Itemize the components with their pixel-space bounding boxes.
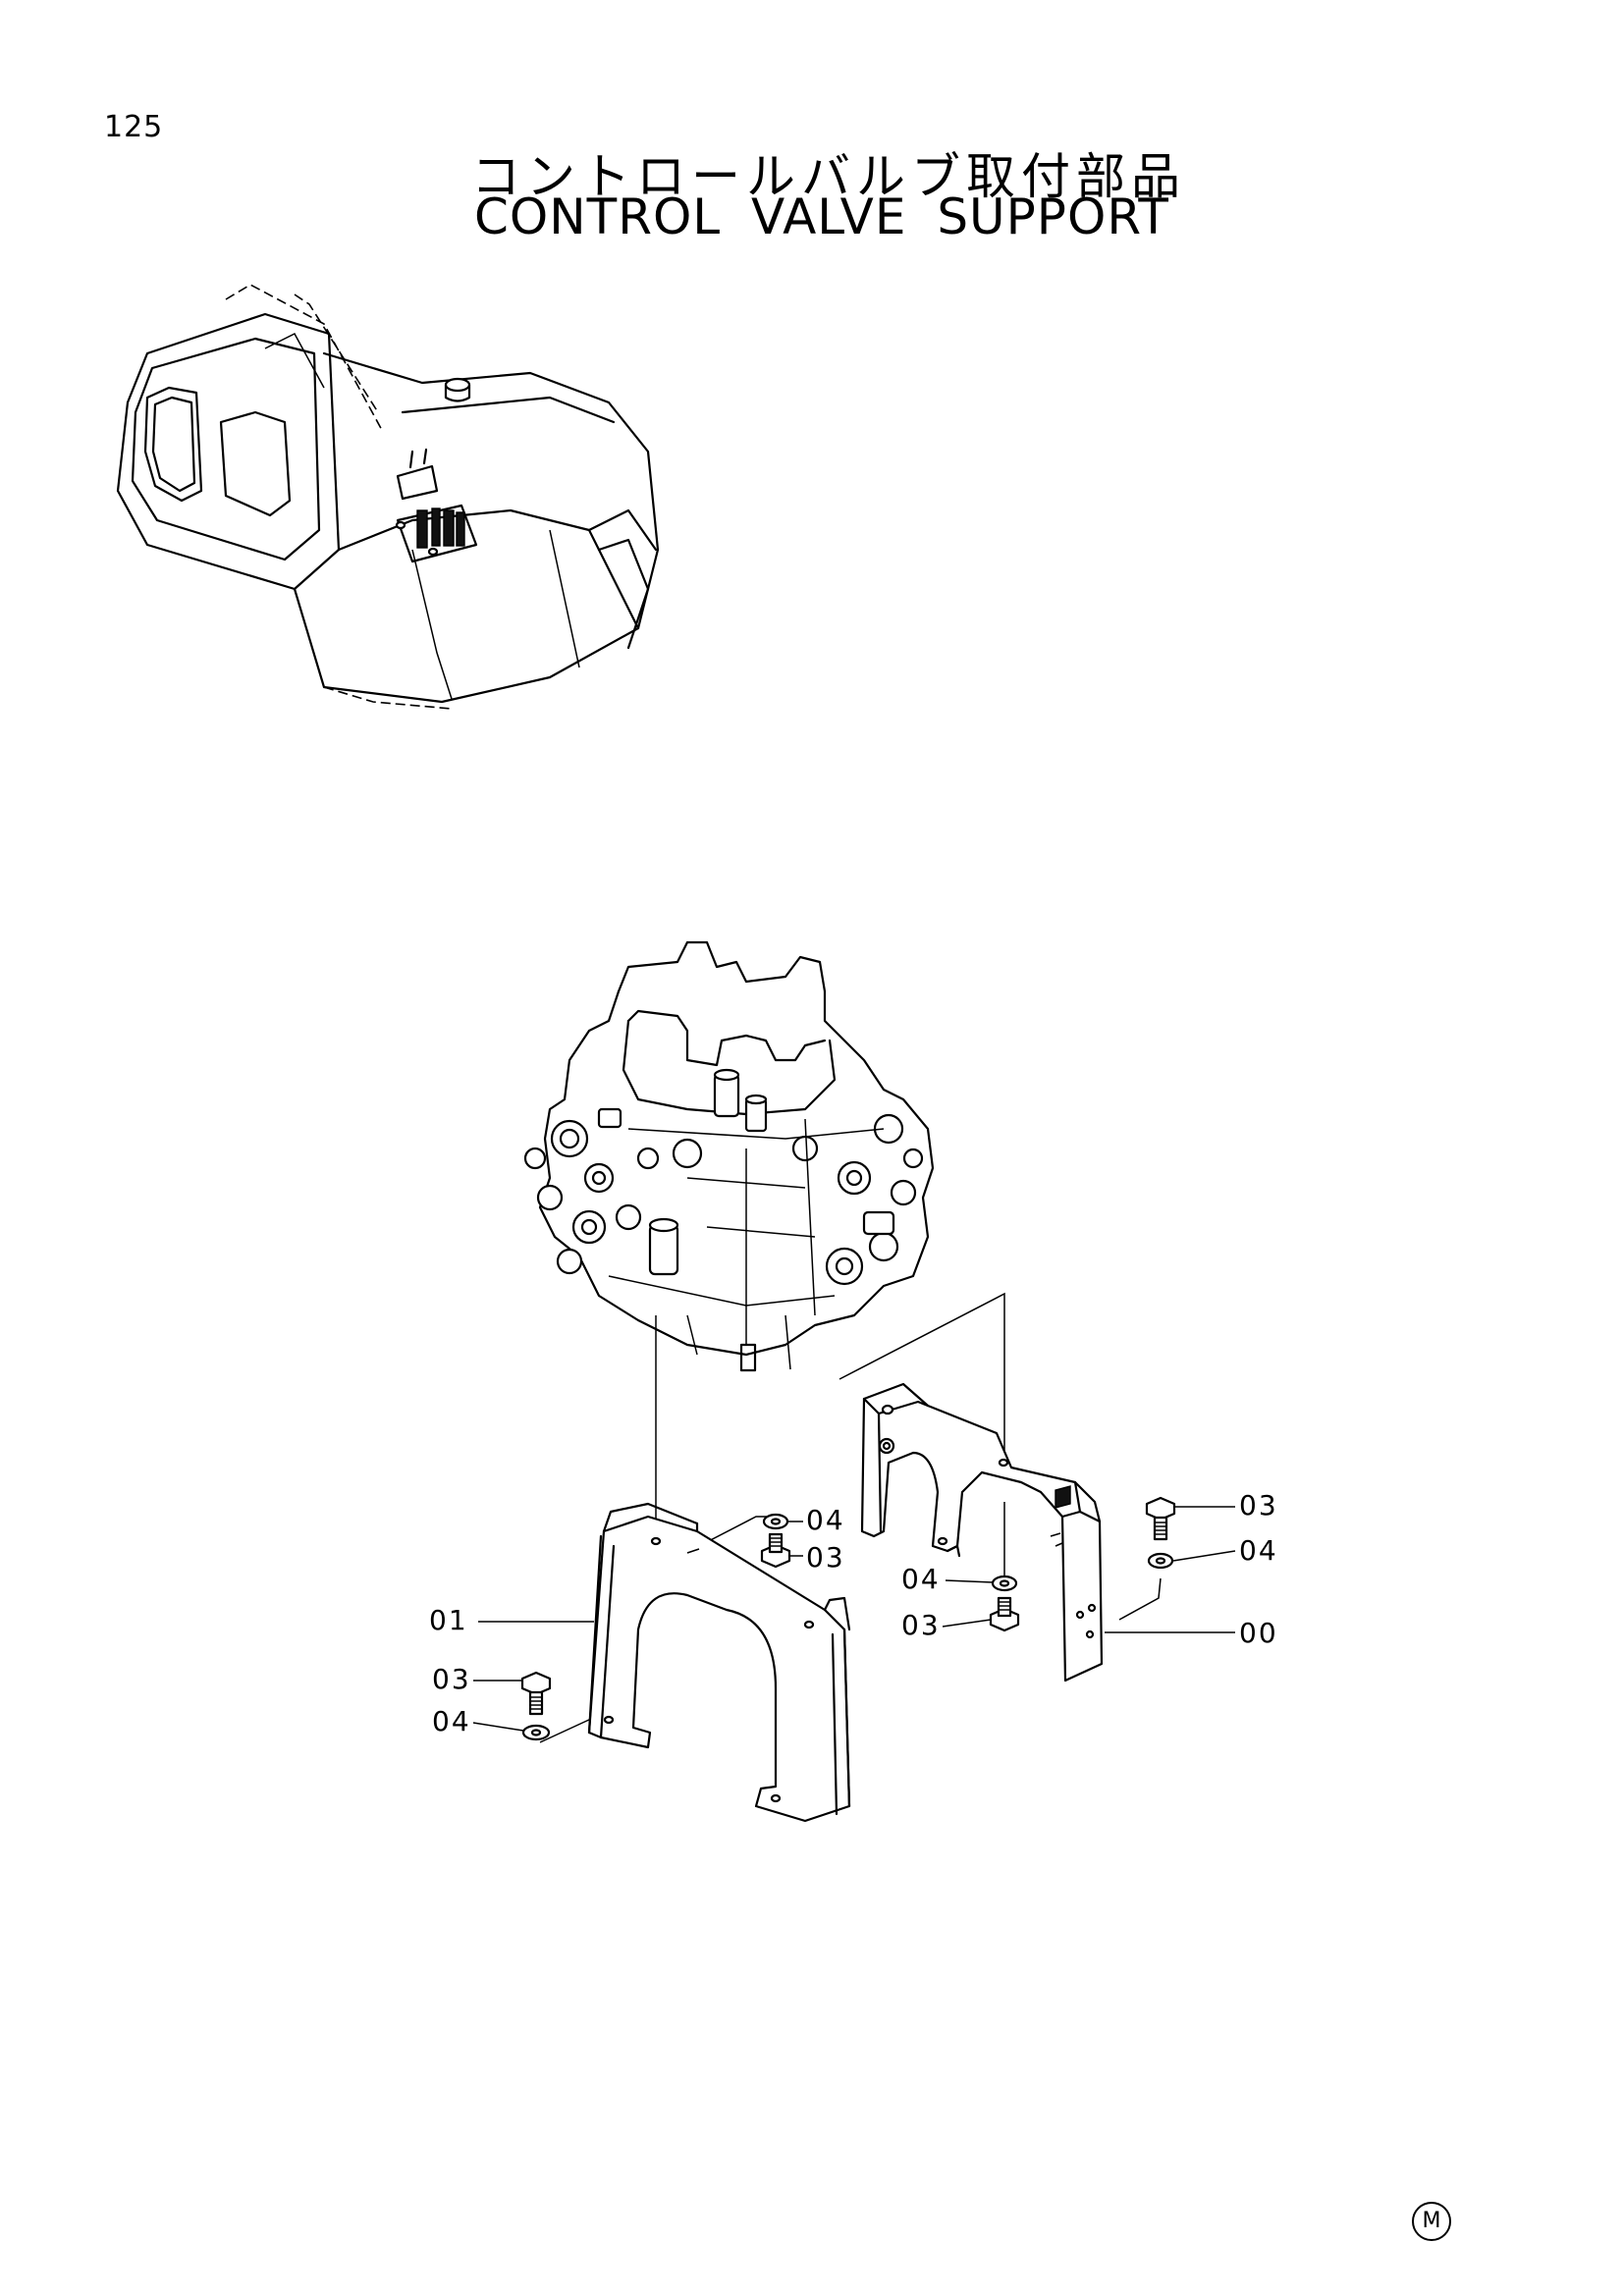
- title-japanese: コントロールバルブ取付部品: [471, 148, 1186, 205]
- callout-04: 04: [432, 1705, 471, 1737]
- right-bracket: [860, 1382, 1104, 1682]
- fasteners: [520, 1496, 1176, 1741]
- callout-03: 03: [432, 1663, 471, 1695]
- excavator-illustration: [116, 284, 660, 710]
- page-number: 125: [104, 110, 164, 144]
- bolt-icon: [1145, 1496, 1176, 1541]
- callout-04: 04: [901, 1563, 941, 1595]
- left-bracket: [587, 1502, 851, 1823]
- washer-icon: [762, 1513, 789, 1530]
- title-english: CONTROL VALVE SUPPORT: [474, 188, 1169, 245]
- callout-04: 04: [1239, 1534, 1278, 1567]
- washer-icon: [1147, 1552, 1174, 1570]
- callout-01: 01: [429, 1604, 468, 1636]
- callout-leaders: [472, 1506, 1236, 1732]
- callout-03: 03: [806, 1541, 845, 1574]
- washer-icon: [521, 1724, 551, 1741]
- manufacturer-mark: M: [1412, 2202, 1451, 2241]
- washer-icon: [991, 1575, 1018, 1592]
- control-valve: [523, 940, 935, 1372]
- bolt-icon: [989, 1596, 1020, 1632]
- bolt-icon: [760, 1532, 791, 1569]
- callout-03: 03: [901, 1609, 941, 1641]
- callout-04: 04: [806, 1504, 845, 1536]
- control-valve-location-marker: [395, 448, 478, 563]
- callout-03: 03: [1239, 1489, 1278, 1522]
- bolt-icon: [520, 1671, 552, 1716]
- callout-00: 00: [1239, 1617, 1278, 1649]
